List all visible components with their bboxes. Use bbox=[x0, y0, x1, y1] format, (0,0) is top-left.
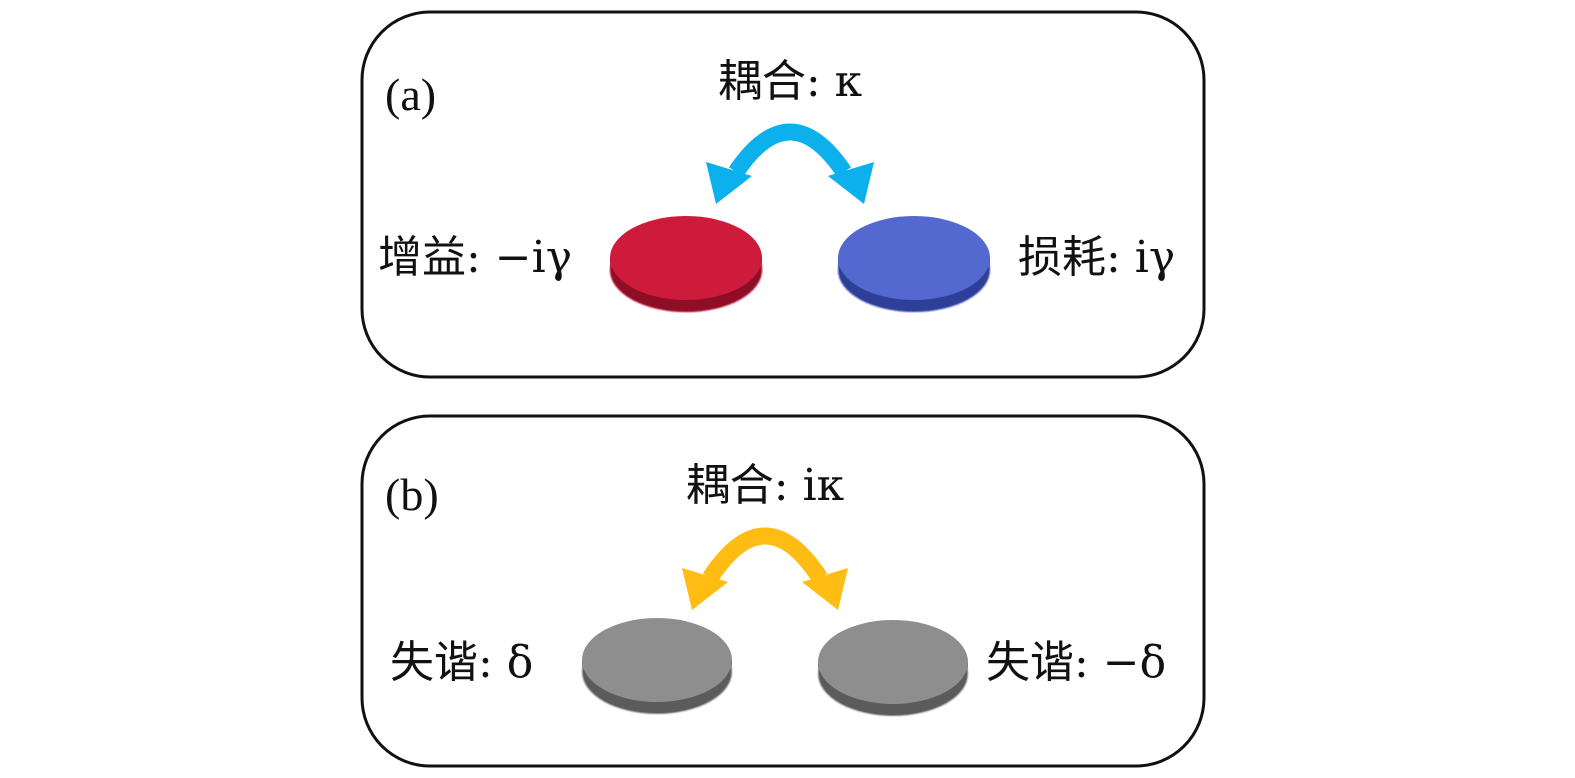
panel-a: (a) 耦合: κ 增益: −iγ 损耗: iγ bbox=[360, 10, 1206, 379]
panel-a-coupling-label: 耦合: κ bbox=[718, 56, 862, 107]
panel-b: (b) 耦合: iκ 失谐: δ 失谐: −δ bbox=[360, 414, 1206, 768]
disk-top bbox=[582, 618, 732, 702]
panel-b-left-resonator bbox=[581, 618, 733, 715]
panel-a-arrowhead-left bbox=[706, 162, 752, 204]
panel-b-arrowhead-right bbox=[802, 568, 848, 610]
disk-top bbox=[838, 216, 990, 300]
panel-a-loss-label: 损耗: iγ bbox=[1018, 232, 1175, 283]
disk-top bbox=[818, 620, 968, 704]
panel-b-right-detuning-label: 失谐: −δ bbox=[986, 637, 1166, 688]
panel-a-gain-resonator bbox=[609, 216, 763, 313]
panel-a-gain-label: 增益: −iγ bbox=[378, 232, 572, 283]
panel-a-arrowhead-right bbox=[828, 162, 874, 204]
panel-b-tag: (b) bbox=[385, 469, 439, 520]
panel-b-coupling-arrow bbox=[682, 527, 848, 610]
panel-a-coupling-arrow bbox=[706, 123, 874, 204]
panel-b-arrowhead-left bbox=[682, 568, 728, 610]
panel-b-arrow-arc bbox=[702, 527, 828, 583]
panel-a-arrow-arc bbox=[728, 123, 852, 177]
panel-b-coupling-label: 耦合: iκ bbox=[686, 460, 844, 511]
panel-b-left-detuning-label: 失谐: δ bbox=[390, 637, 533, 688]
panel-a-tag: (a) bbox=[385, 69, 436, 120]
panel-b-right-resonator bbox=[817, 620, 969, 717]
panel-a-loss-resonator bbox=[837, 216, 991, 313]
disk-top bbox=[610, 216, 762, 300]
panel-a-frame bbox=[360, 10, 1206, 379]
panel-b-frame bbox=[360, 414, 1206, 768]
